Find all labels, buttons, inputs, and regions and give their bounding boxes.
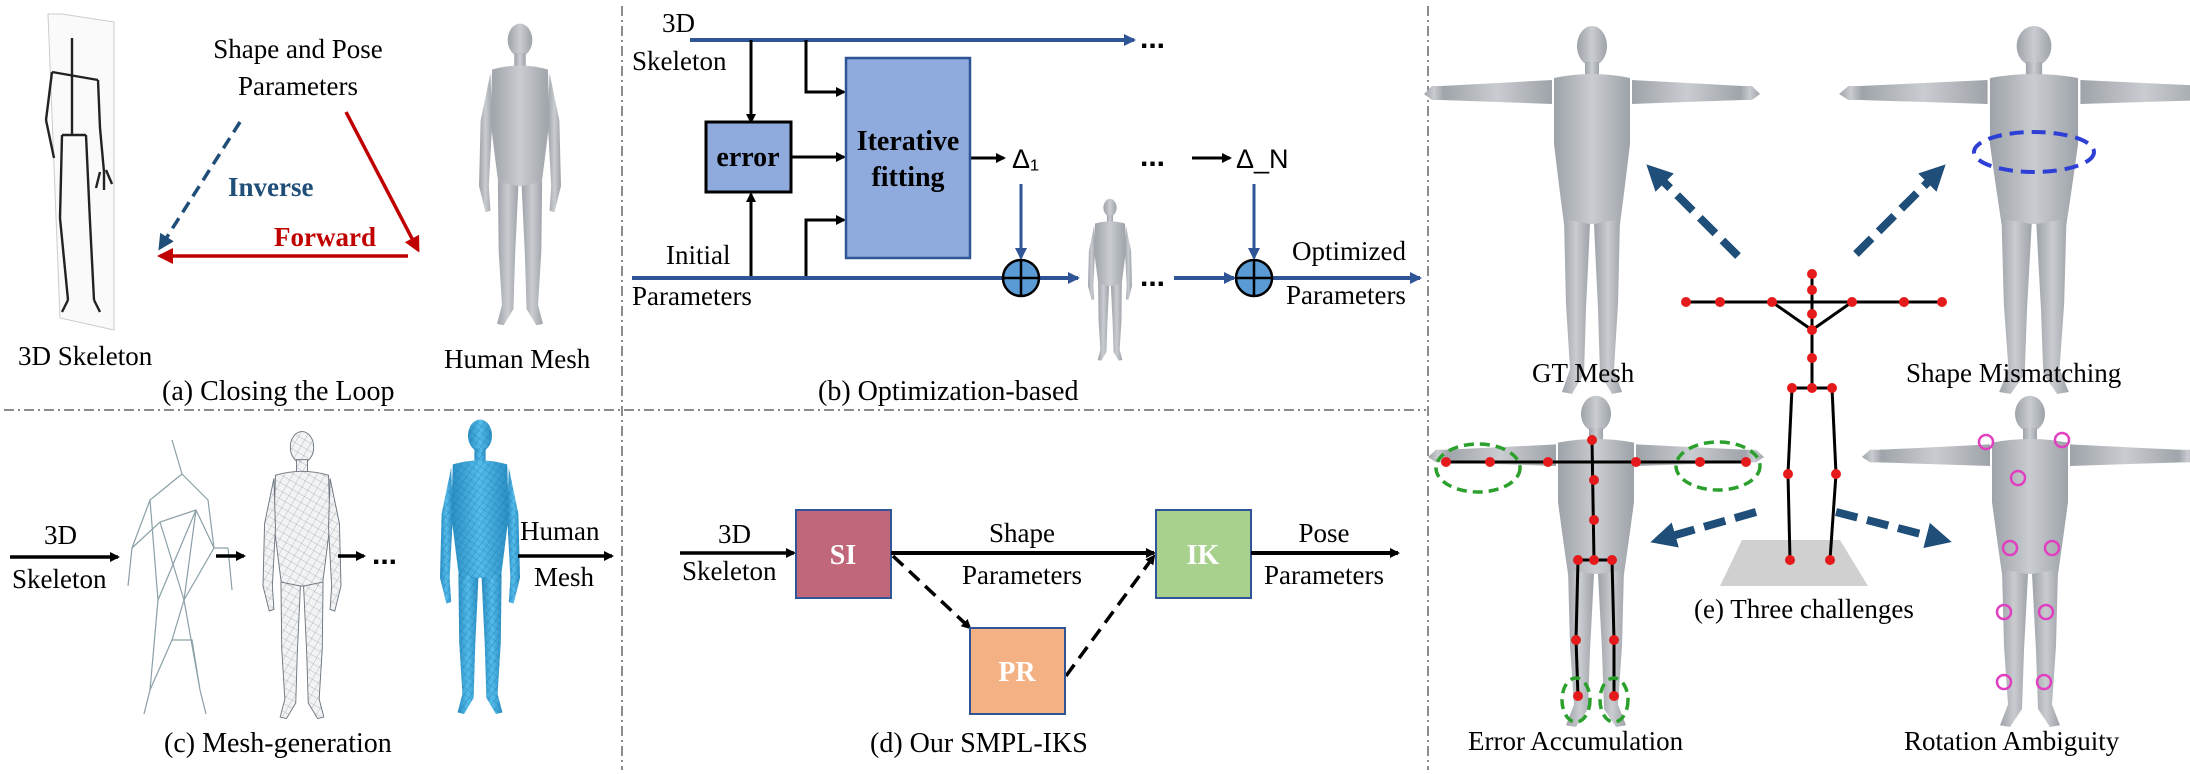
panel-a: 3D Skeleton Shape and Pose Parameters In… <box>18 13 591 407</box>
pose-label-line2: Parameters <box>1264 560 1384 590</box>
mesh-label: Human Mesh <box>444 344 591 374</box>
circle-plus-icon <box>1234 258 1274 298</box>
error-accum-label: Error Accumulation <box>1468 726 1684 756</box>
initial-label-line1: Initial <box>666 240 730 270</box>
human-mesh-label-line2: Mesh <box>534 562 594 592</box>
initial-label-line2: Parameters <box>632 281 752 311</box>
pr-box <box>969 627 1066 715</box>
ellipsis-top: ... <box>1140 22 1165 55</box>
skeleton-figure <box>44 13 115 331</box>
ellipsis: ... <box>372 538 397 571</box>
si-to-pr-arrow <box>891 554 972 630</box>
pose-label-line1: Pose <box>1298 518 1349 548</box>
arrow-to-shape-mismatch <box>1853 164 1946 257</box>
ik-box-label: IK <box>1187 540 1220 571</box>
sparse-wireframe-mesh <box>127 439 233 715</box>
fitting-box-line2: fitting <box>871 162 944 193</box>
intermediate-mesh-figure <box>1088 198 1132 361</box>
arrow-to-gt-mesh <box>1646 164 1741 259</box>
human-mesh-label-line1: Human <box>520 516 600 546</box>
shape-label-line1: Shape <box>989 518 1055 548</box>
optimized-label-line2: Parameters <box>1286 280 1406 310</box>
iterative-fitting-box <box>844 56 972 260</box>
skeleton-label-line1: 3D <box>718 519 751 549</box>
shape-mismatch-ellipse <box>1972 130 2096 174</box>
delta-1-label: Δ₁ <box>1012 144 1039 174</box>
error-box-label: error <box>716 142 779 173</box>
pr-to-ik-arrow <box>1064 554 1156 678</box>
arrow-to-rotation-amb <box>1834 508 1952 549</box>
forward-label: Forward <box>274 222 376 252</box>
inverse-label: Inverse <box>228 172 313 202</box>
error-connectors <box>746 40 1232 278</box>
gt-mesh-label: GT Mesh <box>1532 358 1635 388</box>
si-box <box>795 509 892 599</box>
caption-c: (c) Mesh-generation <box>164 728 392 759</box>
panel-d: 3D Skeleton SI Shape Parameters IK Pose … <box>680 509 1400 759</box>
skeleton-label-line1: 3D <box>662 8 695 38</box>
caption-d: (d) Our SMPL-IKS <box>870 728 1088 759</box>
skeleton-label-line1: 3D <box>44 520 77 550</box>
si-box-label: SI <box>830 540 856 571</box>
shape-mismatch-mesh <box>1839 26 2190 394</box>
params-label-line1: Shape and Pose <box>213 34 382 64</box>
ik-box <box>1155 509 1252 599</box>
rotation-amb-circles <box>1977 431 2071 691</box>
human-mesh-figure <box>479 23 561 326</box>
error-accum-ellipses <box>1434 440 1762 724</box>
skeleton-label-line2: Skeleton <box>682 556 777 586</box>
circle-plus-icon <box>1001 258 1041 298</box>
panel-dividers <box>4 6 1429 770</box>
shape-mismatch-label: Shape Mismatching <box>1906 358 2121 388</box>
caption-b: (b) Optimization-based <box>818 376 1078 407</box>
ellipsis-bottom: ... <box>1140 260 1165 293</box>
panel-e: GT Mesh Shape Mismatching <box>1424 26 2190 756</box>
error-accum-joints <box>1441 435 1751 701</box>
dense-mesh <box>440 419 520 714</box>
shape-label-line2: Parameters <box>962 560 1082 590</box>
skeleton-label: 3D Skeleton <box>18 341 153 371</box>
fitting-box-line1: Iterative <box>857 126 960 157</box>
skeleton-label-line2: Skeleton <box>632 46 727 76</box>
skeleton-label-line2: Skeleton <box>12 564 107 594</box>
error-box <box>704 120 793 194</box>
gt-mesh-figure <box>1424 26 1760 394</box>
forward-arrow-diagonal <box>344 111 420 253</box>
optimized-label-line1: Optimized <box>1292 236 1406 266</box>
medium-wireframe-mesh <box>262 431 342 720</box>
caption-a: (a) Closing the Loop <box>162 376 395 407</box>
ellipsis-mid: ... <box>1140 140 1165 173</box>
delta-n-label: Δ_N <box>1236 144 1289 174</box>
params-label-line2: Parameters <box>238 71 358 101</box>
panel-c: 3D Skeleton ... Human Mesh (c) Mesh-gene… <box>10 419 614 759</box>
rotation-amb-label: Rotation Ambiguity <box>1904 726 2120 756</box>
panel-b: 3D Skeleton ... error Iterative fitting … <box>632 8 1422 407</box>
three-challenges-caption: (e) Three challenges <box>1694 594 1914 624</box>
joint-dots <box>1681 269 1947 565</box>
pr-box-label: PR <box>998 657 1036 688</box>
arrow-to-error-accum <box>1650 508 1758 548</box>
inverse-arrow <box>158 121 242 251</box>
rotation-amb-mesh <box>1862 395 2190 727</box>
